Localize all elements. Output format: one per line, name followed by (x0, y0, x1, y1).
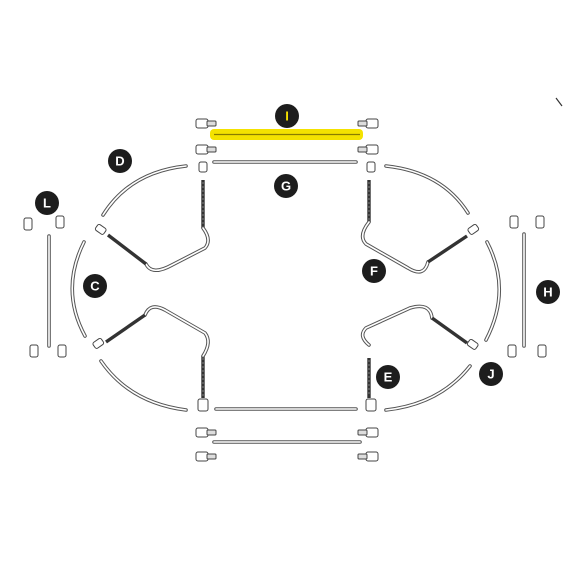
part-h-post (507, 215, 547, 358)
label-f: F (362, 259, 386, 283)
arc-bottom-right (384, 364, 472, 412)
part-l-post (23, 215, 67, 358)
leg-upper-left (94, 180, 210, 273)
connector-set-top (195, 118, 379, 173)
arc-top-right (384, 164, 470, 215)
label-i-text: I (285, 109, 289, 124)
connector-set-bottom (195, 398, 379, 462)
label-d-text: D (115, 154, 124, 169)
leg-upper-right (360, 180, 480, 274)
label-j: J (479, 362, 503, 386)
label-g-text: G (281, 179, 291, 194)
label-e-text: E (384, 370, 393, 385)
label-f-text: F (370, 264, 378, 279)
label-i: I (275, 104, 299, 128)
arc-right (484, 240, 501, 342)
label-l-text: L (43, 196, 51, 211)
leg-lower-left (92, 305, 210, 398)
label-h: H (536, 280, 560, 304)
label-h-text: H (543, 285, 552, 300)
label-c-text: C (90, 279, 100, 294)
corner-mark (555, 97, 563, 107)
leg-lower-right (360, 304, 479, 398)
label-e: E (376, 365, 400, 389)
label-g: G (274, 174, 298, 198)
part-d-arc (101, 164, 188, 217)
part-i-bar (210, 129, 363, 140)
label-l: L (35, 191, 59, 215)
part-c-arc (70, 240, 87, 338)
label-j-text: J (487, 367, 494, 382)
arc-bottom-left (99, 359, 188, 412)
label-c: C (83, 274, 107, 298)
label-d: D (108, 149, 132, 173)
